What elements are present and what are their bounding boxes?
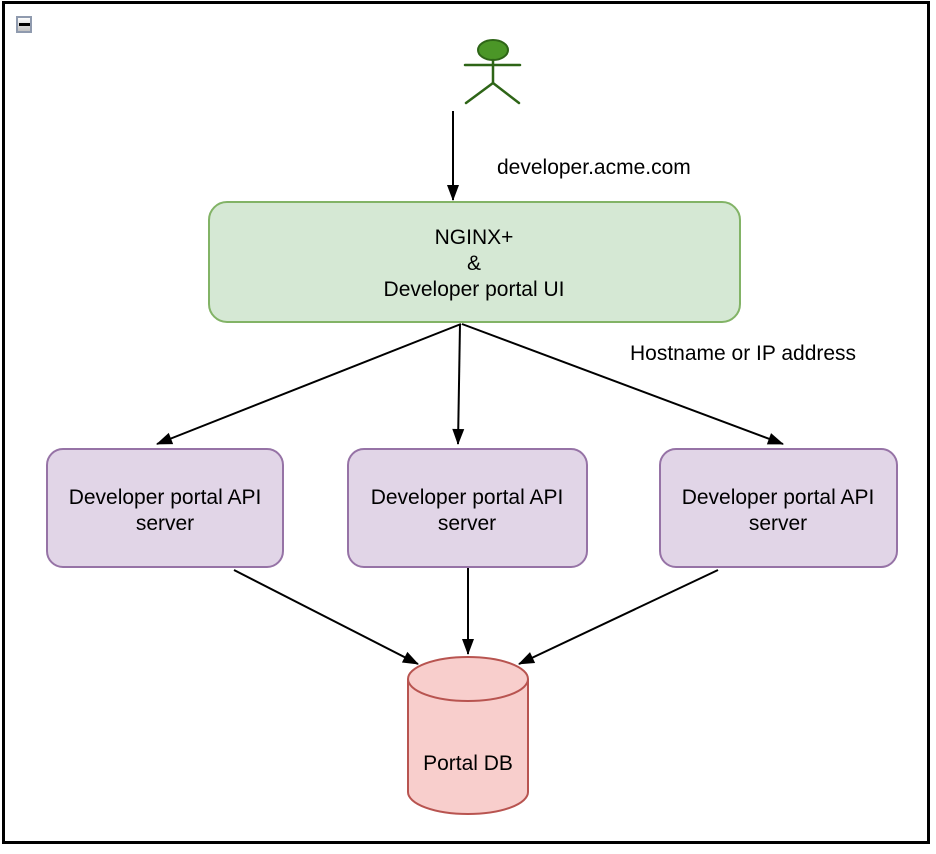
- api-server-2-label-line1: Developer portal API: [371, 486, 564, 509]
- gateway-label-line2: &: [467, 252, 481, 275]
- api-server-2-label-line2: server: [438, 512, 496, 535]
- node-api-server-2[interactable]: Developer portal API server: [347, 448, 588, 568]
- diagram-canvas: developer.acme.com NGINX+ & Developer po…: [46, 39, 898, 815]
- edge-gateway-to-server-3: [461, 323, 784, 445]
- actor-head-icon: [477, 39, 509, 61]
- edge-label-routing: Hostname or IP address: [630, 342, 856, 365]
- minus-icon: [18, 23, 30, 26]
- edge-gateway-to-server-2: [452, 323, 465, 445]
- api-server-3-label-line2: server: [749, 512, 807, 535]
- collapse-button[interactable]: [16, 16, 32, 33]
- edge-gateway-to-server-1: [156, 323, 462, 445]
- api-server-2-box[interactable]: [347, 448, 588, 568]
- node-api-server-3[interactable]: Developer portal API server: [659, 448, 898, 568]
- edge-server-1-to-db: [233, 569, 419, 665]
- user-actor[interactable]: [463, 39, 522, 105]
- actor-left-leg-icon: [464, 81, 495, 105]
- database-cylinder-body[interactable]: [407, 656, 529, 815]
- node-gateway[interactable]: [208, 201, 741, 323]
- node-database[interactable]: Portal DB: [407, 656, 529, 815]
- gateway-label-line1: NGINX+: [435, 226, 514, 249]
- actor-right-leg-icon: [491, 81, 521, 105]
- edge-server-3-to-db: [518, 569, 719, 665]
- node-api-server-1[interactable]: Developer portal API server: [46, 448, 284, 568]
- api-server-3-box[interactable]: [659, 448, 898, 568]
- api-server-1-box[interactable]: [46, 448, 284, 568]
- api-server-1-label-line1: Developer portal API: [69, 486, 262, 509]
- gateway-label-line3: Developer portal UI: [384, 278, 565, 301]
- diagram-frame: developer.acme.com NGINX+ & Developer po…: [2, 1, 930, 844]
- database-cylinder-top-arc: [407, 678, 529, 702]
- database-label: Portal DB: [423, 752, 513, 775]
- api-server-3-label-line1: Developer portal API: [682, 486, 875, 509]
- edge-label-request-url: developer.acme.com: [497, 156, 691, 179]
- api-server-1-label-line2: server: [136, 512, 194, 535]
